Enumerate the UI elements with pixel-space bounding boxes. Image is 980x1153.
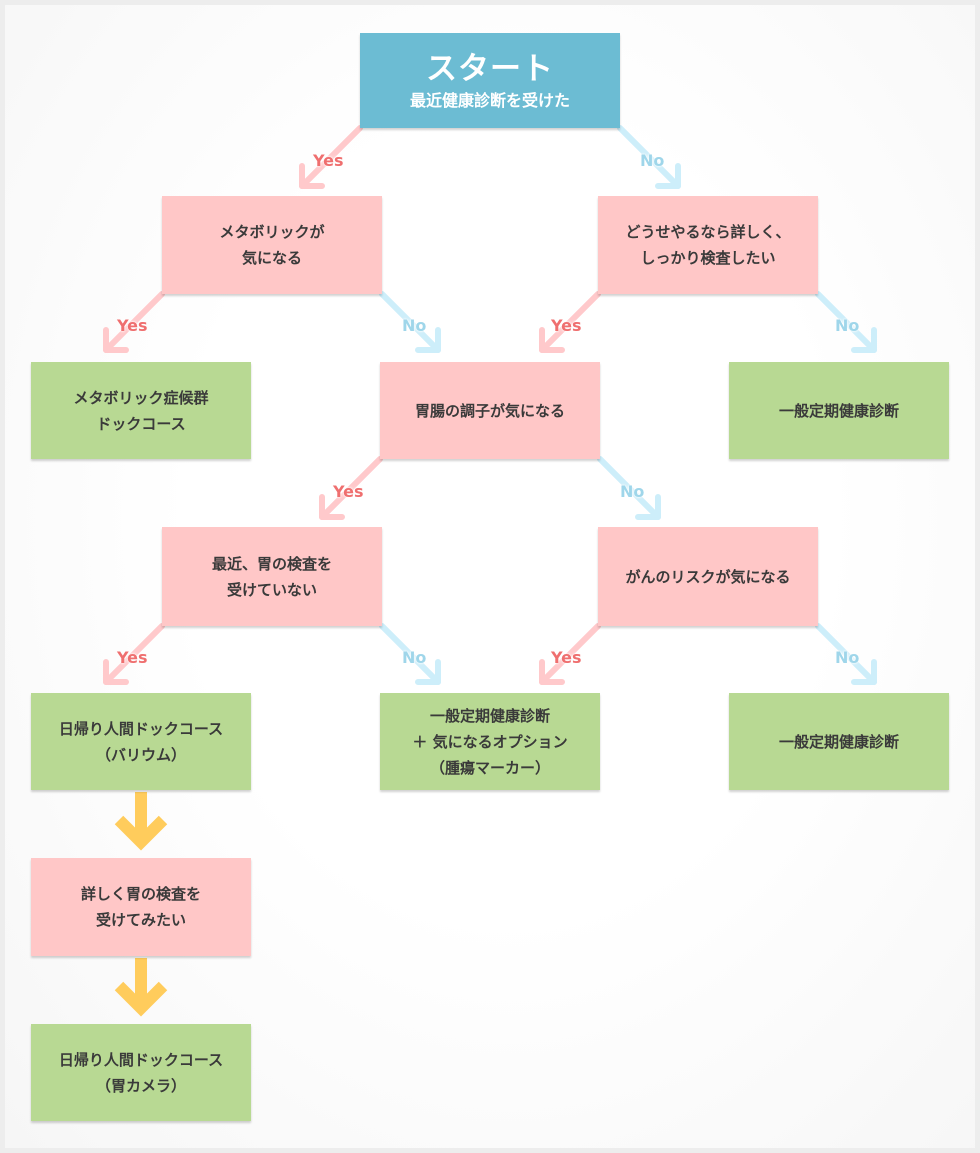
question-stomach-recent: 最近、胃の検査を 受けていない xyxy=(162,527,382,626)
start-question: 最近健康診断を受けた xyxy=(409,90,570,110)
no-label: No xyxy=(835,316,860,335)
no-label: No xyxy=(620,482,645,501)
result-regular-checkup: 一般定期健康診断 xyxy=(729,362,949,459)
result-regular-checkup: 一般定期健康診断 xyxy=(729,693,949,790)
yes-label: Yes xyxy=(117,316,148,335)
no-label: No xyxy=(835,648,860,667)
yes-label: Yes xyxy=(313,151,344,170)
question-cancer: がんのリスクが気になる xyxy=(598,527,818,626)
yes-label: Yes xyxy=(551,648,582,667)
question-detailed-stomach: 詳しく胃の検査を 受けてみたい xyxy=(31,858,251,956)
start-title: スタート xyxy=(426,50,554,87)
yes-label: Yes xyxy=(333,482,364,501)
result-day-dock-camera: 日帰り人間ドックコース （胃カメラ） xyxy=(31,1024,251,1121)
no-label: No xyxy=(402,648,427,667)
result-day-dock-barium: 日帰り人間ドックコース （バリウム） xyxy=(31,693,251,790)
question-gi: 胃腸の調子が気になる xyxy=(380,362,600,459)
diagram-canvas xyxy=(5,5,975,1148)
start-node: スタート 最近健康診断を受けた xyxy=(360,33,620,128)
question-detailed: どうせやるなら詳しく、 しっかり検査したい xyxy=(598,196,818,294)
result-regular-options: 一般定期健康診断 ＋ 気になるオプション （腫瘍マーカー） xyxy=(380,693,600,790)
result-metabolic-dock: メタボリック症候群 ドックコース xyxy=(31,362,251,459)
yes-label: Yes xyxy=(117,648,148,667)
no-label: No xyxy=(640,151,665,170)
question-metabolic: メタボリックが 気になる xyxy=(162,196,382,294)
yes-label: Yes xyxy=(551,316,582,335)
no-label: No xyxy=(402,316,427,335)
